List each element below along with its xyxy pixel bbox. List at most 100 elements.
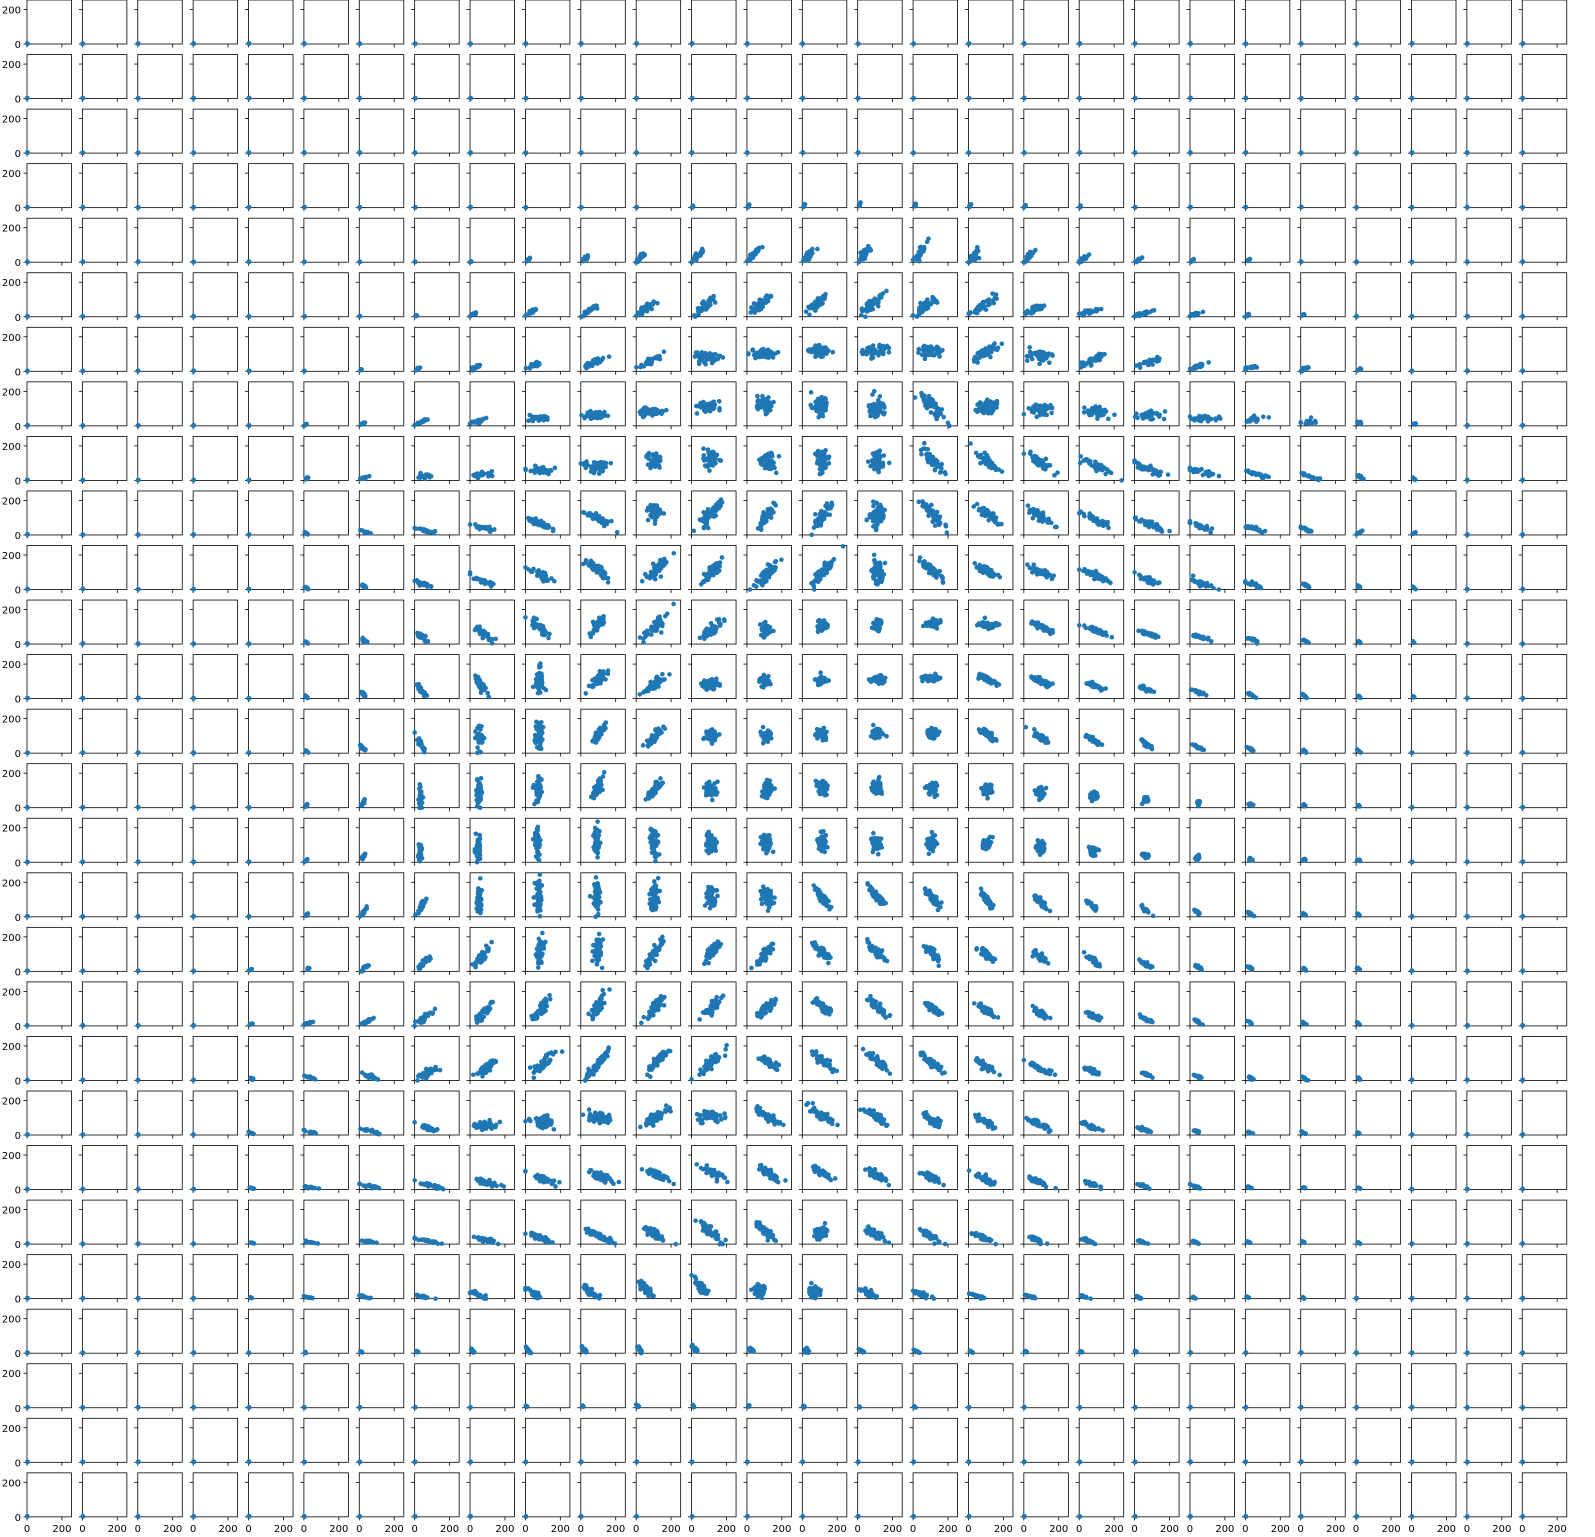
data-point (246, 314, 252, 319)
data-point (412, 150, 418, 156)
data-point (932, 346, 938, 352)
panel-r1-c24 (1352, 54, 1402, 103)
data-point (1096, 464, 1101, 470)
data-point (876, 469, 882, 475)
data-point (1132, 95, 1138, 101)
data-point (872, 349, 878, 355)
panel-r1-c4 (245, 54, 294, 103)
data-point (989, 411, 994, 416)
data-point (925, 403, 930, 408)
data-point (1218, 416, 1223, 421)
data-point (871, 388, 877, 394)
data-point (1354, 259, 1359, 264)
data-point (750, 307, 756, 312)
data-point (826, 456, 831, 461)
y-tick-label: 0 (15, 95, 21, 106)
data-point (1022, 41, 1027, 46)
panel-r0-c11 (632, 0, 682, 48)
data-point (578, 314, 584, 320)
data-point (1137, 256, 1142, 262)
data-point (935, 413, 941, 419)
data-point (1146, 467, 1151, 473)
data-point (638, 307, 644, 313)
data-point (1094, 308, 1100, 314)
y-tick-label: 0 (15, 313, 21, 324)
data-point (642, 252, 648, 258)
data-point (585, 253, 591, 258)
data-point (523, 204, 529, 210)
data-point (357, 150, 363, 156)
data-point (1260, 414, 1266, 420)
data-point (1025, 358, 1030, 363)
data-point (824, 400, 829, 406)
data-point (1247, 417, 1252, 423)
data-point (362, 420, 368, 425)
data-point (712, 300, 718, 305)
data-point (769, 451, 775, 457)
axes-frame (303, 0, 349, 45)
data-point (937, 470, 943, 475)
y-tick-label: 200 (2, 169, 21, 180)
data-point (477, 473, 482, 478)
axes-frame (1078, 54, 1125, 99)
data-point (877, 465, 883, 470)
axes-frame (1300, 0, 1346, 45)
data-point (1047, 360, 1052, 366)
data-point (191, 368, 196, 374)
data-point (600, 355, 606, 361)
data-point (80, 95, 86, 101)
y-tick-label: 200 (2, 224, 21, 235)
axes-frame (857, 0, 903, 45)
data-point (642, 412, 648, 418)
y-tick-label: 200 (2, 387, 21, 398)
panel-r0-c3 (189, 0, 239, 48)
data-point (1213, 416, 1218, 422)
data-point (135, 41, 141, 46)
panel-r1-c25 (1408, 54, 1457, 103)
data-point (531, 363, 537, 369)
data-point (1246, 469, 1251, 474)
data-point (1243, 95, 1249, 101)
data-point (999, 469, 1005, 474)
data-point (1465, 313, 1470, 319)
data-point (1200, 414, 1206, 419)
data-point (701, 307, 707, 312)
data-point (652, 456, 658, 462)
data-point (910, 312, 916, 318)
data-point (595, 356, 601, 361)
data-point (1049, 410, 1054, 416)
data-point (939, 466, 944, 471)
data-point (757, 349, 762, 355)
data-point (1077, 204, 1083, 210)
panel-r0-c12 (688, 0, 737, 48)
data-point (1354, 204, 1359, 210)
data-point (301, 368, 307, 374)
data-point (1045, 353, 1050, 359)
y-tick-label: 200 (2, 333, 21, 344)
data-point (922, 393, 927, 398)
data-point (418, 420, 424, 426)
data-point (135, 259, 141, 265)
axes-frame (1411, 0, 1457, 45)
data-point (467, 204, 473, 210)
axes-frame (469, 0, 515, 45)
axes-frame (857, 54, 903, 99)
data-point (541, 470, 546, 475)
data-point (526, 257, 531, 262)
data-point (967, 259, 972, 265)
data-point (994, 296, 999, 301)
data-point (932, 467, 938, 473)
data-point (1309, 420, 1315, 426)
panel-r0-c18 (1020, 0, 1069, 48)
data-point (1044, 463, 1050, 469)
data-point (917, 310, 923, 316)
axes-frame (414, 0, 460, 45)
data-point (1520, 150, 1526, 155)
data-point (546, 471, 551, 477)
data-point (1099, 353, 1105, 358)
data-point (940, 347, 945, 353)
data-point (1243, 41, 1248, 46)
data-point (1246, 311, 1252, 317)
data-point (1299, 95, 1304, 101)
data-point (1026, 406, 1032, 411)
